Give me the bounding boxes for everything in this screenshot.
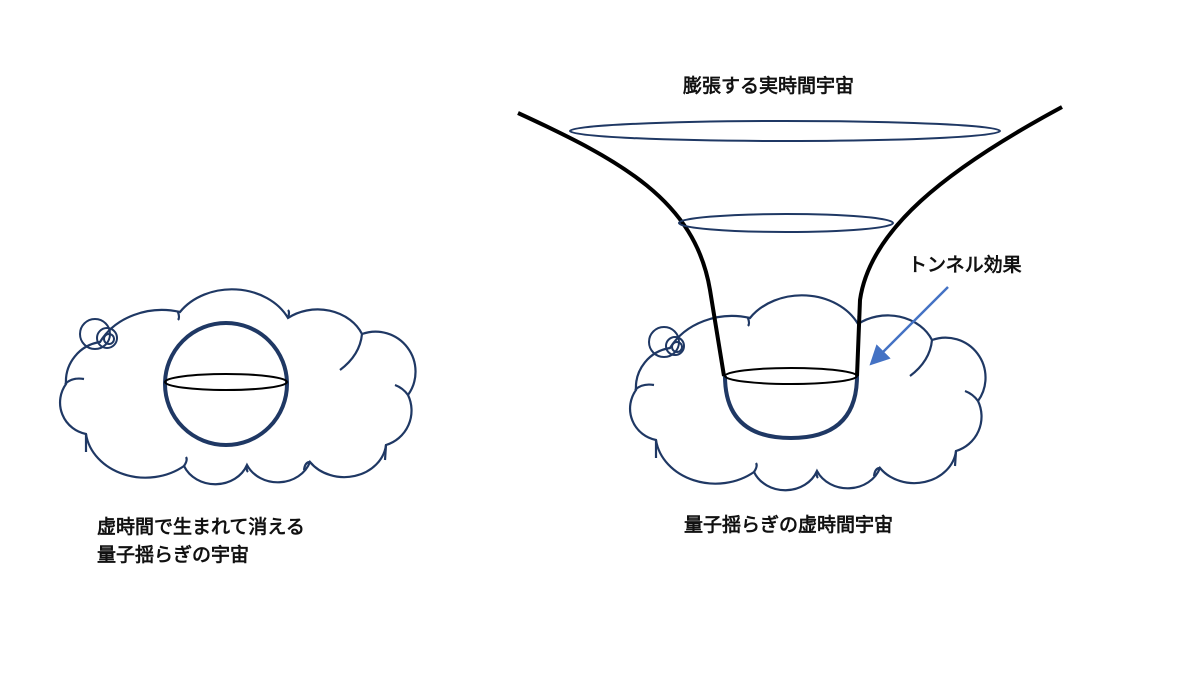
left-cloud-label-line2: 量子揺らぎの宇宙 xyxy=(97,544,250,566)
universe-sphere xyxy=(163,321,289,447)
tunnel-effect-label: トンネル効果 xyxy=(908,254,1022,276)
left-cloud-label-line1: 虚時間で生まれて消える xyxy=(97,516,305,538)
small-bubble-icon xyxy=(96,327,118,349)
right-cloud xyxy=(628,294,987,492)
expanding-universe-label: 膨張する実時間宇宙 xyxy=(683,75,855,97)
bowl-bottom xyxy=(723,375,859,441)
small-bubble-icon xyxy=(665,336,685,356)
sphere-equator xyxy=(164,373,288,391)
small-bubble-icon xyxy=(671,341,683,353)
funnel-left-wall xyxy=(517,111,726,377)
funnel-top-ring xyxy=(569,120,1001,142)
funnel-middle-ring xyxy=(678,213,894,233)
expanding-funnel xyxy=(517,105,1063,385)
tunnel-arrow-icon xyxy=(869,286,949,366)
right-cloud-label: 量子揺らぎの虚時間宇宙 xyxy=(684,514,894,536)
funnel-right-wall xyxy=(855,105,1063,377)
funnel-bottom-ring xyxy=(724,367,858,385)
left-cloud xyxy=(58,288,417,486)
small-bubble-icon xyxy=(103,333,115,345)
